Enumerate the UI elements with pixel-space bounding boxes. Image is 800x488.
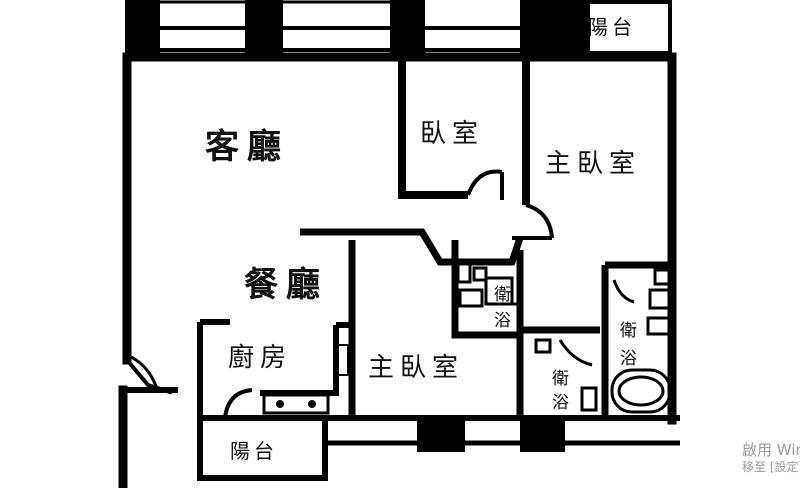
balcony-bottom-outline xyxy=(197,418,328,481)
room-label-bedroom: 臥室 xyxy=(420,119,484,149)
bottom-wall-band xyxy=(200,415,680,452)
bath-lower-fixtures xyxy=(534,338,598,412)
room-label-balcony-top: 陽台 xyxy=(588,15,636,39)
room-label-bath-center-1: 衛 xyxy=(494,285,511,305)
bath-center-fixtures xyxy=(456,262,520,308)
kitchen-walls xyxy=(197,319,352,419)
internal-walls xyxy=(300,228,672,418)
room-label-kitchen: 廚房 xyxy=(228,343,292,373)
room-label-balcony-bottom: 陽台 xyxy=(230,439,278,463)
room-label-dining: 餐廳 xyxy=(244,265,328,305)
room-label-living: 客廳 xyxy=(205,127,289,167)
watermark-line-2: 移至 [設定] xyxy=(742,460,800,474)
room-label-bath-lower-2: 浴 xyxy=(552,393,569,413)
top-window-band xyxy=(125,0,562,55)
entrance-door xyxy=(126,353,160,393)
room-label-bath-right-1: 衛 xyxy=(620,321,637,341)
room-label-bath-right-2: 浴 xyxy=(620,349,637,369)
room-label-bath-center-2: 浴 xyxy=(494,311,511,331)
room-label-master-bedroom-lower: 主臥室 xyxy=(368,353,464,383)
bath-right-fixtures xyxy=(610,268,672,414)
balcony-top-outline xyxy=(562,0,672,55)
room-label-bath-lower-1: 衛 xyxy=(552,369,569,389)
outer-walls xyxy=(118,52,677,488)
room-label-master-bedroom-upper: 主臥室 xyxy=(545,149,641,179)
watermark-line-1: 啟用 Win xyxy=(742,441,800,459)
